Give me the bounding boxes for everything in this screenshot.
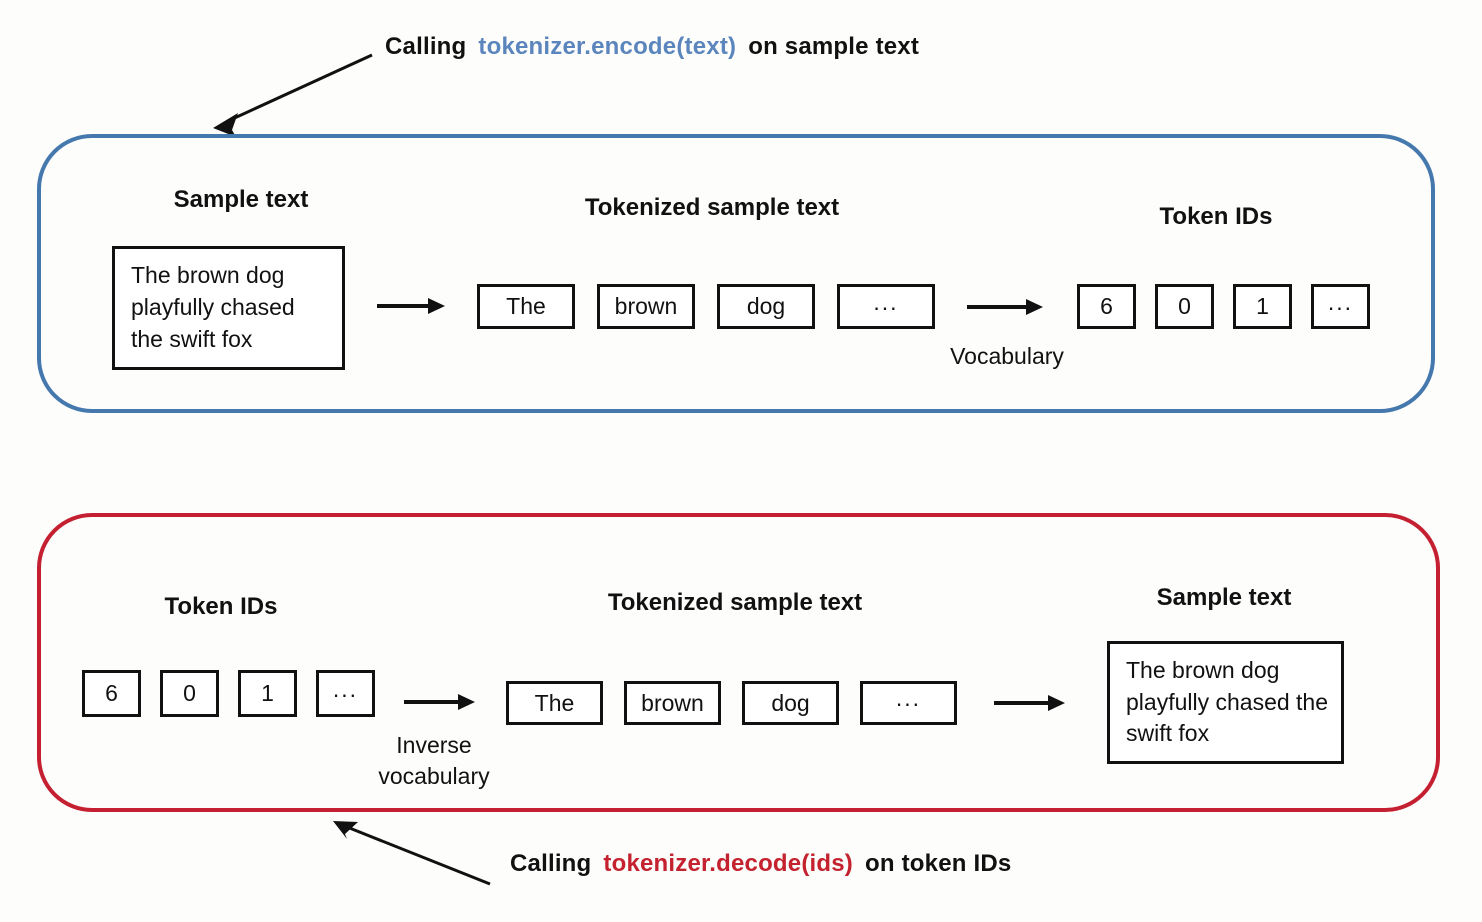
token-cell: brown [624,681,721,725]
encode-ids-heading: Token IDs [1159,203,1273,230]
encode-id-row: 6 0 1 ... [1077,284,1370,329]
token-cell: The [506,681,603,725]
id-cell: 1 [1233,284,1292,329]
decode-caption: Calling tokenizer.decode(ids) on token I… [510,850,1011,878]
decode-tokenized-heading: Tokenized sample text [607,589,863,616]
encode-token-row: The brown dog ... [477,284,935,329]
decode-caption-code: tokenizer.decode(ids) [603,850,853,877]
token-cell: dog [742,681,839,725]
vocabulary-label: Vocabulary [950,343,1064,369]
flow-arrow-icon [377,304,428,308]
encode-caption-suffix: on sample text [748,33,920,60]
id-cell: 6 [1077,284,1136,329]
encode-panel: Sample text The brown dog playfully chas… [37,134,1435,413]
decode-panel: Token IDs 6 0 1 ... Inverse vocabulary T… [37,513,1440,812]
decode-caption-suffix: on token IDs [865,850,1012,877]
flow-arrow-icon [404,700,458,704]
id-cell: 0 [160,670,219,717]
encode-caption-prefix: Calling [385,33,467,60]
id-cell-ellipsis: ... [1311,284,1370,329]
decode-sample-text-box: The brown dog playfully chased the swift… [1107,641,1344,764]
token-cell: brown [597,284,695,329]
decode-caption-arrow-icon [333,821,491,886]
inverse-vocabulary-label: Inverse vocabulary [378,732,490,790]
decode-caption-prefix: Calling [510,850,592,877]
encode-caption-code: tokenizer.encode(text) [478,33,737,60]
token-cell-ellipsis: ... [837,284,935,329]
decode-token-row: The brown dog ... [506,681,957,725]
decode-ids-heading: Token IDs [164,593,278,620]
flow-arrow-icon [967,305,1026,309]
encode-caption: Calling tokenizer.encode(text) on sample… [385,33,919,61]
encode-caption-arrow-icon [213,53,373,137]
token-cell: dog [717,284,815,329]
id-cell: 1 [238,670,297,717]
token-cell-ellipsis: ... [860,681,957,725]
id-cell: 6 [82,670,141,717]
id-cell-ellipsis: ... [316,670,375,717]
decode-sample-heading: Sample text [1156,584,1292,611]
decode-id-row: 6 0 1 ... [82,670,375,717]
id-cell: 0 [1155,284,1214,329]
encode-tokenized-heading: Tokenized sample text [584,194,840,221]
encode-sample-heading: Sample text [173,186,309,213]
token-cell: The [477,284,575,329]
flow-arrow-icon [994,701,1048,705]
encode-sample-text-box: The brown dog playfully chased the swift… [112,246,345,370]
